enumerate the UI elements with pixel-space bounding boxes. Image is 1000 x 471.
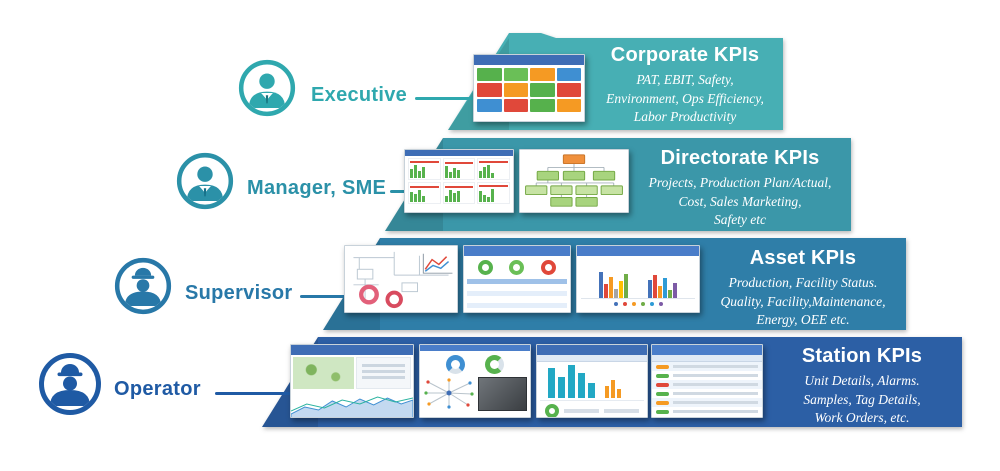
site-map xyxy=(293,357,355,389)
kpi-description-asset: Production, Facility Status. Quality, Fa… xyxy=(720,275,886,328)
station-dashboard-thumbnail-3 xyxy=(536,344,648,418)
asset-dashboard-thumbnail-1 xyxy=(344,245,458,313)
kpi-block-station: Station KPIs Unit Details, Alarms. Sampl… xyxy=(764,345,960,428)
corporate-dashboard-thumbnail xyxy=(473,54,585,122)
asset-dashboard-thumbnail-3 xyxy=(576,245,700,313)
secondary-bar-chart xyxy=(605,380,621,398)
grouped-bar-chart xyxy=(581,256,695,299)
thumbnail-titlebar xyxy=(577,246,699,256)
data-table xyxy=(464,278,570,312)
info-panel xyxy=(356,357,411,389)
station-dashboard-thumbnail-1 xyxy=(290,344,414,418)
chart-legend xyxy=(577,299,699,309)
connector-supervisor xyxy=(300,295,380,298)
mini-bar-charts xyxy=(405,156,513,206)
equipment-photo xyxy=(478,377,527,411)
kpi-title-corporate: Corporate KPIs xyxy=(610,44,760,66)
thumbnail-toolbar xyxy=(652,355,762,362)
thumbnail-titlebar xyxy=(420,345,530,351)
kpi-title-station: Station KPIs xyxy=(801,345,923,367)
directorate-dashboard-thumbnail-2 xyxy=(519,149,629,213)
kpi-title-directorate: Directorate KPIs xyxy=(660,147,820,169)
kpi-tile-grid xyxy=(474,65,584,115)
operator-icon xyxy=(39,353,101,415)
connector-executive xyxy=(415,97,477,100)
persona-label-executive: Executive xyxy=(311,84,408,106)
directorate-dashboard-thumbnail-1 xyxy=(404,149,514,213)
status-donut xyxy=(545,404,559,417)
kpi-description-corporate: PAT, EBIT, Safety, Environment, Ops Effi… xyxy=(606,72,764,125)
org-flow-chart xyxy=(525,154,623,207)
persona-label-supervisor: Supervisor xyxy=(185,282,293,304)
work-order-table xyxy=(652,362,762,416)
persona-label-manager: Manager, SME xyxy=(247,177,387,199)
trend-chart xyxy=(291,396,413,417)
sample-bar-chart xyxy=(548,365,595,398)
process-schematic xyxy=(353,251,453,309)
connector-operator xyxy=(215,392,293,395)
station-dashboard-thumbnail-4 xyxy=(651,344,763,418)
thumbnail-titlebar xyxy=(405,150,513,156)
supervisor-icon xyxy=(114,257,172,315)
thumbnail-titlebar xyxy=(464,246,570,256)
thumbnail-titlebar xyxy=(537,345,647,355)
manager-icon xyxy=(176,152,234,210)
gauges xyxy=(420,351,530,376)
kpi-block-asset: Asset KPIs Production, Facility Status. … xyxy=(702,247,904,330)
status-donuts xyxy=(464,256,570,278)
kpi-description-directorate: Projects, Production Plan/Actual, Cost, … xyxy=(648,175,832,228)
thumbnail-titlebar xyxy=(291,345,413,355)
thumbnail-titlebar xyxy=(474,55,584,65)
persona-label-operator: Operator xyxy=(114,378,201,400)
network-radial-chart xyxy=(424,378,474,409)
kpi-description-station: Unit Details, Alarms. Samples, Tag Detai… xyxy=(803,373,921,426)
kpi-block-corporate: Corporate KPIs PAT, EBIT, Safety, Enviro… xyxy=(588,44,782,127)
thumbnail-titlebar xyxy=(652,345,762,355)
thumbnail-toolbar xyxy=(537,355,647,362)
executive-icon xyxy=(238,59,296,117)
station-dashboard-thumbnail-2 xyxy=(419,344,531,418)
kpi-block-directorate: Directorate KPIs Projects, Production Pl… xyxy=(632,147,848,230)
kpi-title-asset: Asset KPIs xyxy=(749,247,857,269)
asset-dashboard-thumbnail-2 xyxy=(463,245,571,313)
